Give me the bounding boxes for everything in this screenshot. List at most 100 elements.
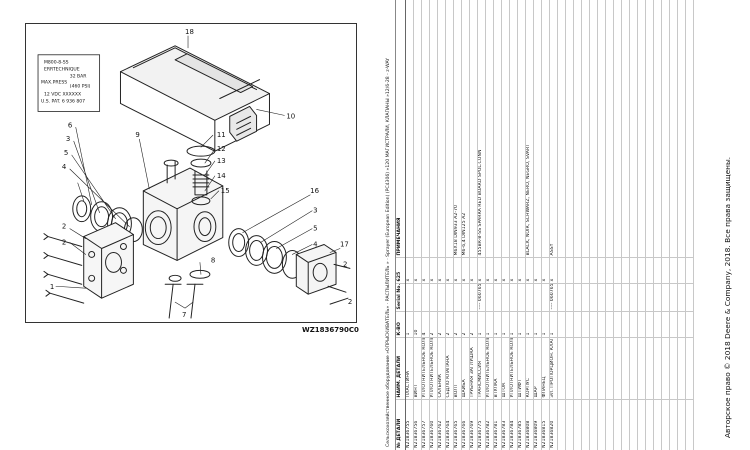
cell-part-number[interactable] xyxy=(597,400,605,450)
table-row[interactable] xyxy=(669,0,677,450)
cell-part-number[interactable] xyxy=(669,400,677,450)
table-row[interactable] xyxy=(685,0,693,450)
cell-serial xyxy=(509,284,517,312)
cell-part-number[interactable]: N21836784 xyxy=(509,400,517,450)
cell-part-number[interactable] xyxy=(565,400,573,450)
valve-assembly-drawing: M800-8-SS ERRTECHNIQUE 32 BAR MAX.PRESS … xyxy=(37,28,352,319)
cell-part-number[interactable]: N21836775 xyxy=(477,400,485,450)
cell-quantity xyxy=(677,312,685,338)
table-row[interactable] xyxy=(573,0,581,450)
table-row[interactable] xyxy=(637,0,645,450)
callout: 1 xyxy=(50,283,54,291)
cell-625: x xyxy=(493,258,501,284)
table-row[interactable] xyxy=(621,0,629,450)
table-row[interactable] xyxy=(605,0,613,450)
cell-part-number[interactable]: N21836809 xyxy=(533,400,541,450)
table-row[interactable] xyxy=(645,0,653,450)
cell-part-number[interactable]: N21836808 xyxy=(525,400,533,450)
cell-part-number[interactable]: N21836781 xyxy=(493,400,501,450)
table-row[interactable] xyxy=(613,0,621,450)
table-row[interactable] xyxy=(557,0,565,450)
cell-part-number[interactable]: N21836756 xyxy=(413,400,421,450)
cell-notes xyxy=(557,0,565,258)
cell-part-number[interactable]: N21836765 xyxy=(453,400,461,450)
table-row[interactable] xyxy=(653,0,661,450)
cell-serial xyxy=(669,284,677,312)
cell-part-number[interactable] xyxy=(685,400,693,450)
cell-part-number[interactable] xyxy=(677,400,685,450)
cell-notes xyxy=(485,0,493,258)
cell-part-number[interactable] xyxy=(613,400,621,450)
table-row[interactable] xyxy=(581,0,589,450)
cell-625: x xyxy=(501,258,509,284)
cell-notes: ASSY xyxy=(549,0,557,258)
cell-part-number[interactable]: N21836815 xyxy=(541,400,549,450)
svg-text:32 BAR: 32 BAR xyxy=(70,74,87,80)
cell-part-number[interactable] xyxy=(645,400,653,450)
cell-serial xyxy=(637,284,645,312)
cell-part-number[interactable]: N21836762 xyxy=(437,400,445,450)
cell-notes: BLACK, NOIR, SCHWARZ, NERO, NEGRO, SVART xyxy=(525,0,533,258)
cell-part-number[interactable] xyxy=(573,400,581,450)
cell-part-number[interactable]: N21836820 xyxy=(549,400,557,450)
cell-part-number[interactable]: N21836760 xyxy=(429,400,437,450)
cell-part-number[interactable] xyxy=(637,400,645,450)
cell-serial: ---- 060765 xyxy=(477,284,485,312)
cell-part-number[interactable]: N21836769 xyxy=(469,400,477,450)
cell-part-number[interactable] xyxy=(653,400,661,450)
cell-quantity xyxy=(637,312,645,338)
cell-part-name: СЕДЛО КЛАПАНА xyxy=(445,338,453,400)
cell-part-number[interactable] xyxy=(589,400,597,450)
callout: 3 xyxy=(66,135,70,143)
table-row[interactable] xyxy=(589,0,597,450)
cell-part-number[interactable]: N21836785 xyxy=(517,400,525,450)
cell-notes: 455BR-8-SS SPARRA RED BOARD SPOL.CONN xyxy=(477,0,485,258)
table-row[interactable] xyxy=(597,0,605,450)
callout: 11 xyxy=(217,131,226,139)
cell-serial xyxy=(429,284,437,312)
cell-part-number[interactable]: N21836783 xyxy=(501,400,509,450)
cell-part-number[interactable] xyxy=(605,400,613,450)
cell-serial xyxy=(629,284,637,312)
cell-part-number[interactable] xyxy=(661,400,669,450)
cell-part-number[interactable] xyxy=(621,400,629,450)
table-row[interactable] xyxy=(629,0,637,450)
cell-part-number[interactable] xyxy=(581,400,589,450)
cell-part-number[interactable]: N21836766 xyxy=(461,400,469,450)
cell-serial xyxy=(445,284,453,312)
cell-part-number[interactable]: N21836757 xyxy=(421,400,429,450)
callout: 16 xyxy=(310,187,319,195)
breadcrumb[interactable]: Сельскохозяйственное оборудование »ОПРЫС… xyxy=(382,0,396,450)
table-row[interactable] xyxy=(661,0,669,450)
stem-stack xyxy=(186,145,216,206)
parts-list-panel: Сельскохозяйственное оборудование »ОПРЫС… xyxy=(382,0,722,450)
cell-quantity: 1 xyxy=(509,312,517,338)
cell-part-number[interactable] xyxy=(629,400,637,450)
cell-part-number[interactable] xyxy=(557,400,565,450)
cell-part-number[interactable]: N21836755 xyxy=(405,400,413,450)
cell-part-number[interactable]: N21836764 xyxy=(445,400,453,450)
table-row[interactable] xyxy=(565,0,573,450)
cell-part-number[interactable]: N21836782 xyxy=(485,400,493,450)
cell-625 xyxy=(613,258,621,284)
table-row[interactable] xyxy=(677,0,685,450)
